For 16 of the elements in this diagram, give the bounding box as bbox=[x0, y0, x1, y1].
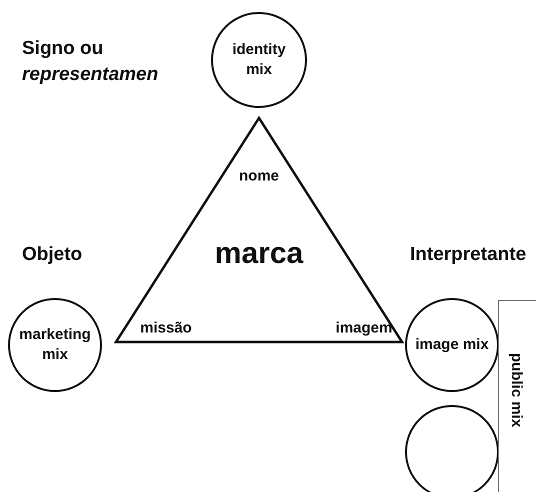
bracket-panel bbox=[498, 300, 536, 492]
panel-label: public mix bbox=[508, 353, 525, 428]
node-label: image mix bbox=[415, 335, 489, 355]
vertex-label: imagem bbox=[336, 320, 392, 336]
role-label: Interpretante bbox=[410, 243, 526, 267]
empty-circle bbox=[405, 405, 499, 492]
circle-node bbox=[405, 298, 499, 392]
circle-node bbox=[8, 298, 102, 392]
node-label: identity mix bbox=[231, 40, 287, 80]
vertex-label: nome bbox=[239, 168, 279, 184]
brand-title: marca bbox=[214, 237, 304, 271]
circle-node bbox=[211, 12, 307, 108]
node-label: marketing mix bbox=[18, 325, 92, 365]
role-label: Signo ou representamen bbox=[22, 37, 160, 87]
role-label: Objeto bbox=[22, 243, 82, 267]
vertex-label: missão bbox=[140, 320, 192, 336]
